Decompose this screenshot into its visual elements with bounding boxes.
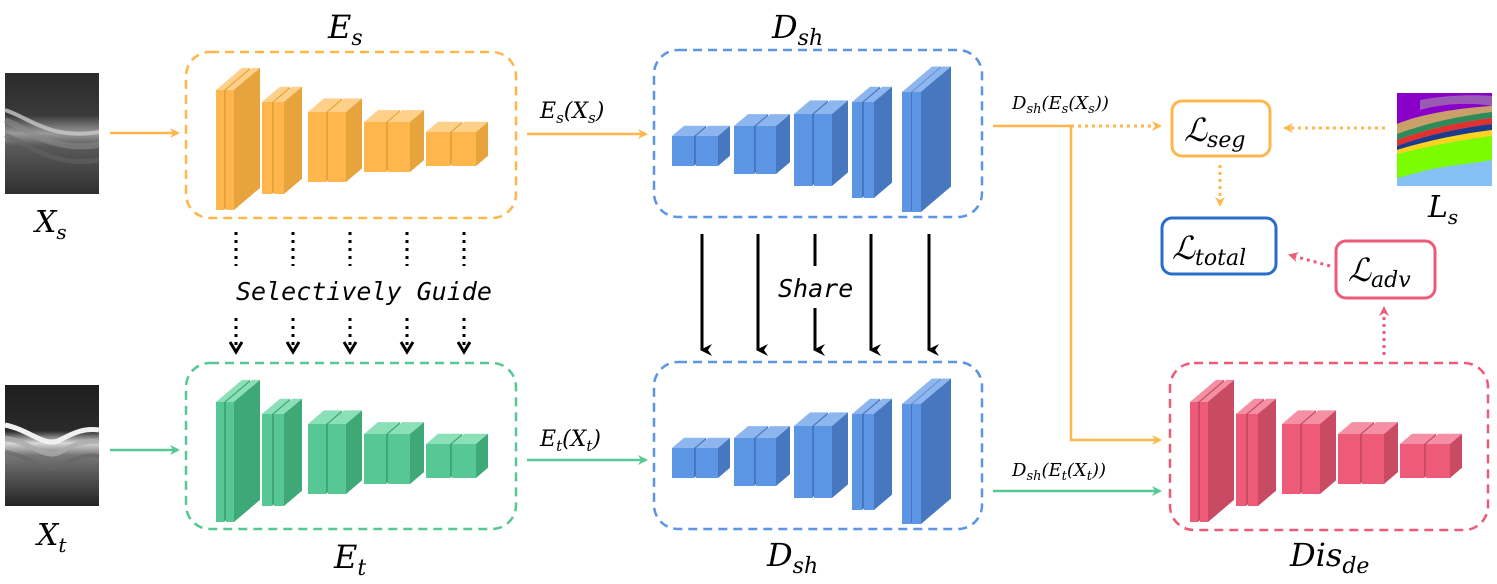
- guide-arrowhead-3: [399, 341, 415, 355]
- label-share: Share: [778, 274, 853, 303]
- flow-label-et-xt: Et(Xt): [539, 427, 601, 455]
- discriminator-layers: [1190, 379, 1462, 522]
- total-loss-box: [1160, 216, 1278, 276]
- dbot-layer-5: [814, 412, 848, 498]
- label-selectively-guide: Selectively Guide: [236, 277, 492, 306]
- dtop-layer-7: [864, 86, 892, 198]
- guide-arrowhead-4: [456, 341, 472, 355]
- label-et: Et: [333, 538, 366, 581]
- dbot-layer-9: [912, 378, 951, 524]
- dtop-layer-1: [696, 125, 730, 166]
- adv-loss-box: [1334, 239, 1437, 300]
- et-layer-5: [328, 410, 362, 494]
- seg-loss-box: [1170, 99, 1272, 158]
- source-oct-image: [3, 73, 100, 194]
- et-layer-1: [226, 379, 260, 522]
- dis-layer-1: [1200, 379, 1234, 522]
- flow-label-dsh-et: Dsh(Et(Xt)): [1011, 460, 1106, 484]
- encoder-target-box: [184, 361, 518, 531]
- adv-loss-label: ℒadv: [1348, 251, 1411, 293]
- dis-layer-7: [1362, 422, 1398, 484]
- arrow-adv-to-total: [1288, 252, 1331, 268]
- es-layer-7: [388, 110, 424, 172]
- dbot-layer-3: [756, 426, 790, 486]
- et-layer-9: [452, 433, 488, 478]
- dis-layer-5: [1302, 410, 1336, 494]
- et-layer-7: [388, 422, 424, 484]
- total-loss-label: ℒtotal: [1172, 229, 1246, 271]
- guide-arrowhead-0: [228, 341, 244, 355]
- label-es: Es: [327, 8, 363, 51]
- label-ls: Ls: [1427, 190, 1458, 229]
- dis-layer-3: [1248, 398, 1276, 506]
- seg-loss-label: ℒseg: [1184, 111, 1245, 153]
- dis-layer-9: [1426, 433, 1462, 478]
- label-map-image: [1397, 93, 1492, 186]
- shared-decoder-top-box: [652, 48, 984, 219]
- label-dsh-bottom: Dsh: [766, 536, 818, 579]
- dtop-layer-9: [912, 66, 951, 212]
- flow-label-es-xs: Es(Xs): [539, 99, 604, 127]
- dtop-layer-3: [756, 114, 790, 174]
- discriminator-box: [1168, 361, 1490, 532]
- decoder-top-layers: [672, 66, 951, 212]
- label-dsh-top: Dsh: [771, 8, 823, 51]
- es-layer-9: [452, 121, 488, 166]
- decoder-bottom-layers: [672, 378, 951, 524]
- dbot-layer-7: [864, 398, 892, 510]
- es-layer-3: [274, 86, 302, 194]
- target-oct-image: [4, 385, 100, 506]
- et-layer-3: [274, 398, 302, 506]
- es-layer-1: [226, 67, 260, 211]
- share-arrows: [700, 234, 939, 356]
- flow-label-dsh-es: Dsh(Es(Xs)): [1011, 93, 1109, 117]
- guide-arrowhead-1: [285, 341, 301, 355]
- label-dis: Disde: [1289, 536, 1369, 579]
- label-xs: Xs: [33, 205, 67, 244]
- selectively-guide-arrows: [228, 232, 472, 355]
- encoder-source-layers: [216, 67, 488, 211]
- guide-arrowhead-2: [342, 341, 358, 355]
- encoder-target-layers: [216, 379, 488, 522]
- es-layer-5: [328, 98, 362, 182]
- arrow-dsh-source-to-dis: [993, 124, 1162, 445]
- dtop-layer-5: [814, 100, 848, 186]
- label-xt: Xt: [35, 518, 67, 557]
- encoder-source-box: [184, 50, 518, 220]
- shared-decoder-bottom-box: [652, 360, 984, 531]
- dbot-layer-1: [696, 437, 730, 478]
